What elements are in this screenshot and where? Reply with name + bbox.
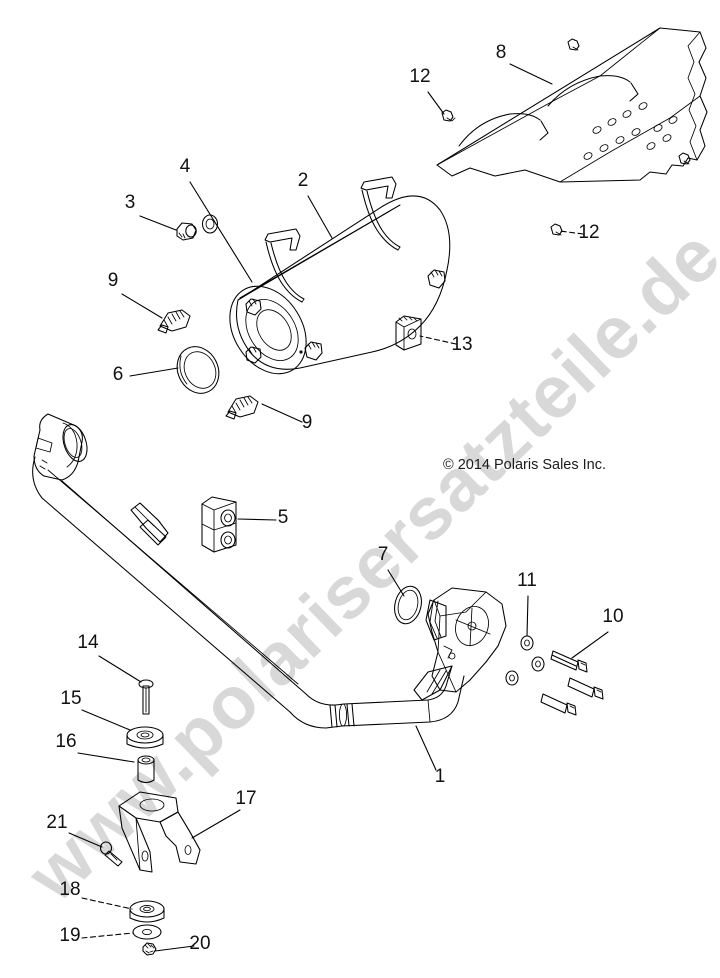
part-heat-shield-fastener-right [678, 152, 691, 165]
callout-number-2: 2 [298, 170, 309, 191]
leader-11 [526, 595, 529, 637]
callout-number-17: 17 [235, 788, 256, 809]
leader-3 [139, 215, 177, 231]
part-spring-clip-on-face-upper [245, 298, 262, 316]
callout-number-12: 12 [409, 66, 430, 87]
part-spring-clip-on-face-lower [245, 346, 262, 364]
callout-number-5: 5 [278, 507, 289, 528]
callout-number-11: 11 [517, 570, 537, 591]
leader-12b [559, 230, 584, 235]
callout-number-12b: 12 [578, 222, 599, 243]
part-socket-bolt-a [550, 650, 588, 673]
leader-17 [191, 809, 241, 839]
part-spacer-sleeve [137, 755, 155, 784]
callout-number-3: 3 [125, 192, 136, 213]
part-heat-shield-fastener-upper-mid [567, 38, 580, 51]
part-muffler-body [229, 176, 451, 375]
leader-13 [419, 335, 457, 345]
callout-number-16: 16 [55, 731, 76, 752]
part-spring-clip-loose-upper [157, 309, 191, 334]
part-bolt-upper [138, 679, 154, 715]
leader-5 [237, 518, 277, 521]
callout-number-6: 6 [113, 364, 124, 385]
part-spring-clip-loose-lower [225, 395, 259, 420]
part-heat-shield-fastener-lower [550, 223, 563, 236]
callout-number-7: 7 [378, 544, 389, 565]
leader-2 [307, 195, 333, 239]
leader-12a [427, 91, 445, 115]
part-manifold-flange [394, 585, 507, 701]
part-flat-washer-c [505, 670, 519, 686]
part-rubber-mount-block [395, 315, 422, 351]
callout-number-1: 1 [435, 766, 446, 787]
callout-number-8: 8 [496, 42, 507, 63]
callout-number-19: 19 [59, 925, 80, 946]
leader-15 [81, 709, 131, 731]
leader-9a [121, 293, 163, 319]
part-rubber-bushing-lower [129, 900, 165, 923]
part-spring-clip-on-body-upper [427, 269, 446, 289]
callout-number-21: 21 [46, 812, 67, 833]
part-flat-washer-a [520, 635, 534, 651]
leader-18 [81, 897, 133, 910]
part-washer-lower [132, 924, 162, 940]
callout-number-9: 9 [108, 270, 119, 291]
callout-number-18: 18 [59, 879, 80, 900]
part-isolator-block [201, 496, 237, 553]
part-nut [142, 942, 157, 956]
part-plug [176, 222, 197, 241]
callout-number-4: 4 [180, 156, 191, 177]
leader-20 [154, 945, 195, 952]
part-self-tapping-screw [99, 841, 123, 867]
leader-4 [189, 181, 253, 283]
part-socket-bolt-c [540, 693, 577, 716]
leader-14 [98, 655, 142, 683]
leader-6 [129, 367, 179, 377]
leader-10 [571, 631, 609, 659]
part-flat-washer-b [531, 656, 545, 672]
part-spring-clip-on-body-lower [304, 341, 323, 361]
part-exhaust-pipe [32, 413, 465, 729]
leader-19 [81, 932, 134, 939]
leader-21 [68, 832, 103, 848]
part-heat-shield-fastener-upper-left [441, 109, 456, 122]
part-seal-ring [176, 346, 220, 394]
part-washer-small [201, 214, 219, 234]
part-socket-bolt-b [567, 677, 604, 700]
callout-number-20: 20 [189, 933, 210, 954]
callout-number-14: 14 [77, 632, 99, 653]
leader-8 [509, 63, 553, 85]
leader-lines [68, 63, 609, 952]
leader-1 [415, 725, 437, 771]
leader-9b [261, 403, 303, 423]
watermark-text: www.polarisersatzteile.de [11, 213, 720, 917]
callout-number-15: 15 [60, 688, 81, 709]
copyright-notice: © 2014 Polaris Sales Inc. [443, 457, 606, 473]
callout-number-10: 10 [602, 606, 623, 627]
callout-number-13: 13 [451, 334, 472, 355]
part-heat-shield [436, 27, 708, 183]
callout-number-9b: 9 [302, 412, 313, 433]
leader-7 [387, 569, 405, 597]
watermark: www.polarisersatzteile.de [11, 213, 720, 917]
part-rubber-bushing-upper [126, 726, 164, 749]
part-mounting-bracket [118, 791, 201, 873]
leader-16 [77, 752, 135, 763]
